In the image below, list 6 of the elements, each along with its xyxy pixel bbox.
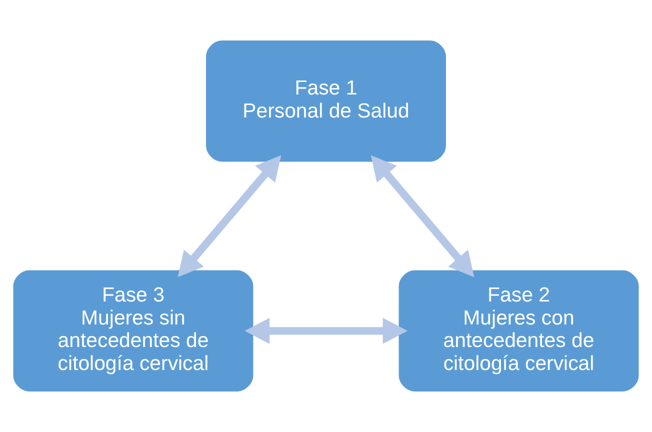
arrow <box>178 155 282 278</box>
node-box: Fase 1 Personal de Salud <box>206 40 446 162</box>
arrow <box>370 155 474 278</box>
arrow <box>244 318 408 344</box>
node-box: Fase 3 Mujeres sin antecedentes de citología cervical <box>13 270 254 392</box>
node-box: Fase 2 Mujeres con antecedentes de citología cervical <box>398 270 639 392</box>
